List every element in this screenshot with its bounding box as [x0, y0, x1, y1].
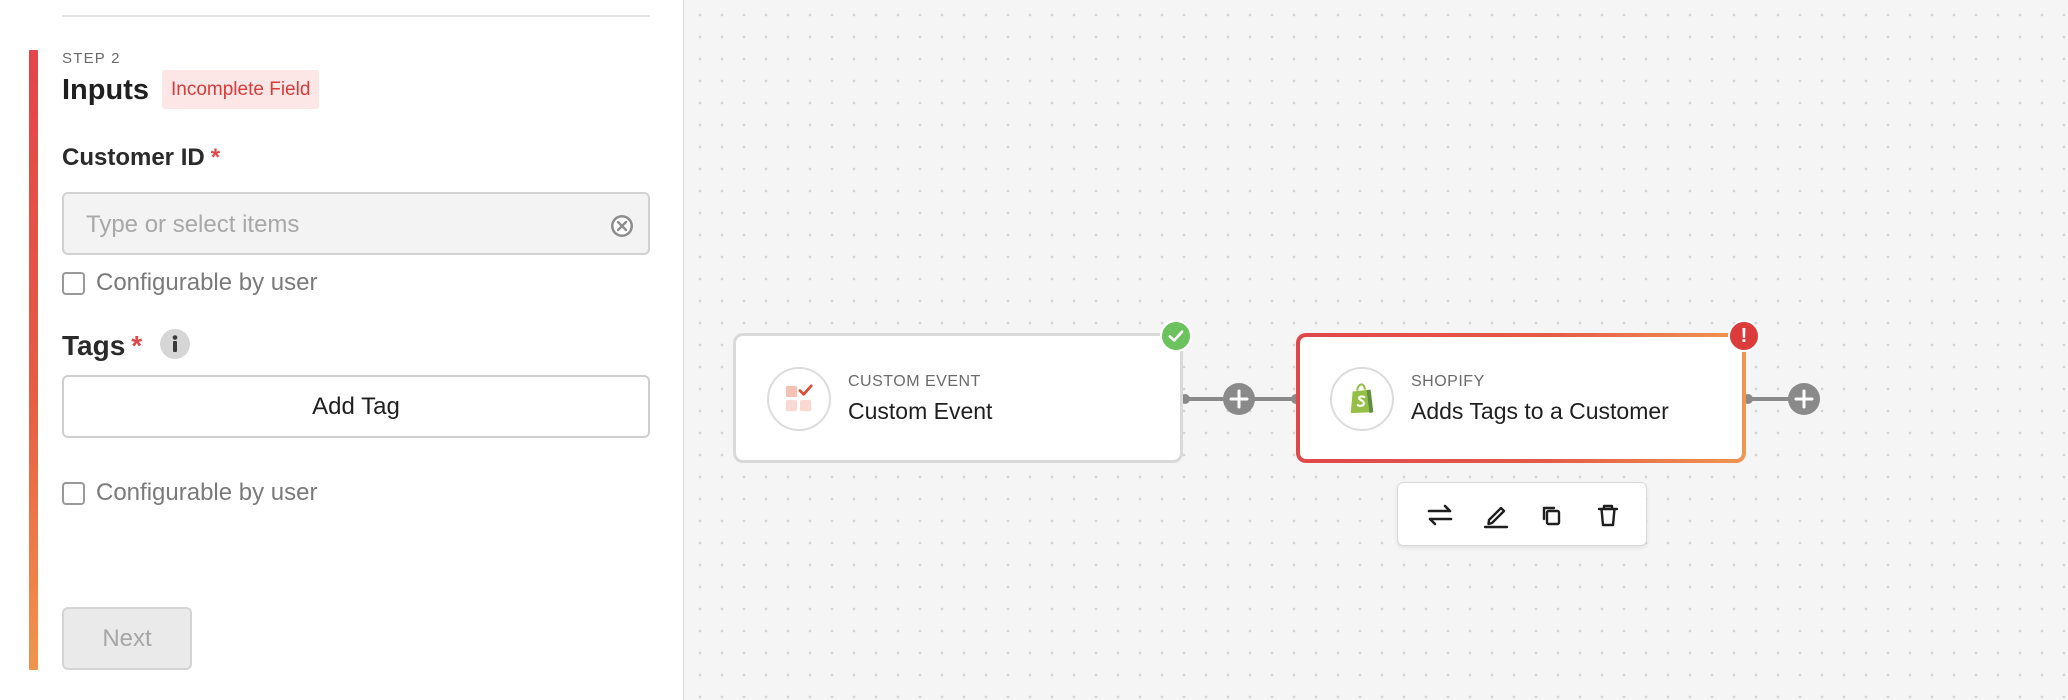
- input-port[interactable]: [1291, 394, 1301, 404]
- customer-id-label-text: Customer ID: [62, 144, 205, 171]
- swap-icon[interactable]: [1424, 499, 1456, 531]
- error-status-icon: !: [1728, 320, 1760, 352]
- required-asterisk: *: [210, 144, 221, 171]
- next-button[interactable]: Next: [62, 607, 192, 670]
- tags-label: Tags*: [62, 330, 142, 362]
- output-port[interactable]: [1180, 394, 1190, 404]
- status-badge: Incomplete Field: [162, 70, 320, 109]
- customer-id-configurable-checkbox[interactable]: [62, 271, 85, 295]
- edit-icon[interactable]: [1480, 499, 1512, 531]
- divider: [62, 15, 650, 17]
- output-port[interactable]: [1743, 394, 1753, 404]
- custom-event-icon: [767, 367, 831, 431]
- shopify-node[interactable]: SHOPIFY Adds Tags to a Customer: [1296, 333, 1746, 463]
- delete-icon[interactable]: [1592, 499, 1624, 531]
- duplicate-icon[interactable]: [1536, 499, 1568, 531]
- node-kicker: SHOPIFY: [1411, 373, 1485, 390]
- node-toolbar: [1397, 482, 1647, 546]
- step-accent-bar: [29, 50, 38, 670]
- required-asterisk: *: [131, 330, 143, 361]
- clear-icon[interactable]: [610, 214, 634, 238]
- tags-configurable-label: Configurable by user: [96, 479, 318, 506]
- custom-event-node[interactable]: CUSTOM EVENT Custom Event: [733, 333, 1183, 463]
- shopify-bag-icon: [1330, 367, 1394, 431]
- tags-label-text: Tags: [62, 330, 126, 361]
- add-tag-button[interactable]: Add Tag: [62, 375, 650, 438]
- customer-id-label: Customer ID*: [62, 144, 220, 172]
- customer-id-input[interactable]: Type or select items: [62, 192, 650, 255]
- success-check-icon: [1160, 320, 1192, 352]
- tags-configurable-checkbox[interactable]: [62, 481, 85, 505]
- customer-id-configurable-label: Configurable by user: [96, 269, 318, 296]
- customer-id-placeholder: Type or select items: [86, 211, 300, 238]
- node-title: Custom Event: [848, 398, 993, 424]
- customer-id-configurable-row[interactable]: Configurable by user: [62, 268, 317, 298]
- add-step-button[interactable]: [1223, 383, 1255, 415]
- info-icon[interactable]: [159, 328, 191, 360]
- connector-line: [1746, 397, 1794, 401]
- step-label: STEP 2: [62, 50, 121, 67]
- step-config-panel: STEP 2 Inputs Incomplete Field Customer …: [0, 0, 684, 700]
- add-step-button[interactable]: [1788, 383, 1820, 415]
- node-kicker: CUSTOM EVENT: [848, 373, 981, 390]
- tags-configurable-row[interactable]: Configurable by user: [62, 478, 317, 508]
- step-title: Inputs: [62, 74, 149, 106]
- node-title: Adds Tags to a Customer: [1411, 398, 1669, 424]
